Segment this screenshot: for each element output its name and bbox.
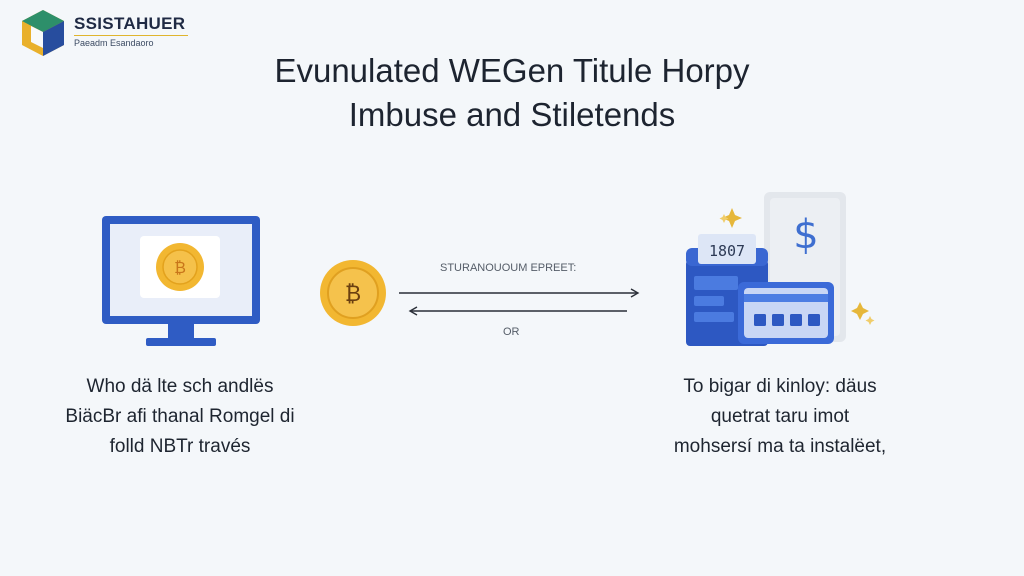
flow-label-bottom: OR bbox=[503, 326, 520, 338]
sparkle-icon bbox=[719, 208, 875, 325]
page-title-line-2: Imbuse and Stiletends bbox=[348, 96, 676, 133]
flow-label-top: STURANOUOUM EPREET: bbox=[440, 262, 577, 274]
bitcoin-coin-icon: ₿ bbox=[320, 260, 386, 326]
left-caption-line: Who dä lte sch andlës bbox=[86, 376, 274, 397]
right-caption-line: mohsersí ma ta instalëet, bbox=[673, 436, 887, 457]
dollar-sign: $ bbox=[793, 212, 818, 258]
right-caption-line: quetrat taru imot bbox=[710, 406, 850, 427]
page-title-line-1: Evunulated WEGen Titule Horpy bbox=[274, 52, 750, 89]
brand-name: SSISTAHUER bbox=[74, 14, 186, 33]
right-caption-line: To bigar di kinloy: däus bbox=[683, 376, 877, 397]
monitor-coin-symbol: ₿ bbox=[174, 258, 186, 277]
left-caption: Who dä lte sch andlës BiäcBr afi thanal … bbox=[30, 372, 330, 462]
brand-tagline: Paeadm Esandaoro bbox=[74, 38, 154, 48]
logo-cube-icon bbox=[22, 10, 64, 56]
left-caption-line: BiäcBr afi thanal Romgel di bbox=[65, 406, 295, 427]
coin-symbol: ₿ bbox=[345, 282, 361, 307]
brand-divider bbox=[74, 35, 188, 36]
card-number-text: 1807 bbox=[709, 242, 745, 260]
bank-card-terminal-icon: $ 1807 bbox=[686, 192, 875, 346]
exchange-arrows bbox=[399, 288, 640, 316]
desktop-monitor-icon: ₿ bbox=[102, 216, 260, 346]
right-caption: To bigar di kinloy: däus quetrat taru im… bbox=[630, 372, 930, 462]
left-caption-line: folld NBTr través bbox=[109, 436, 251, 457]
